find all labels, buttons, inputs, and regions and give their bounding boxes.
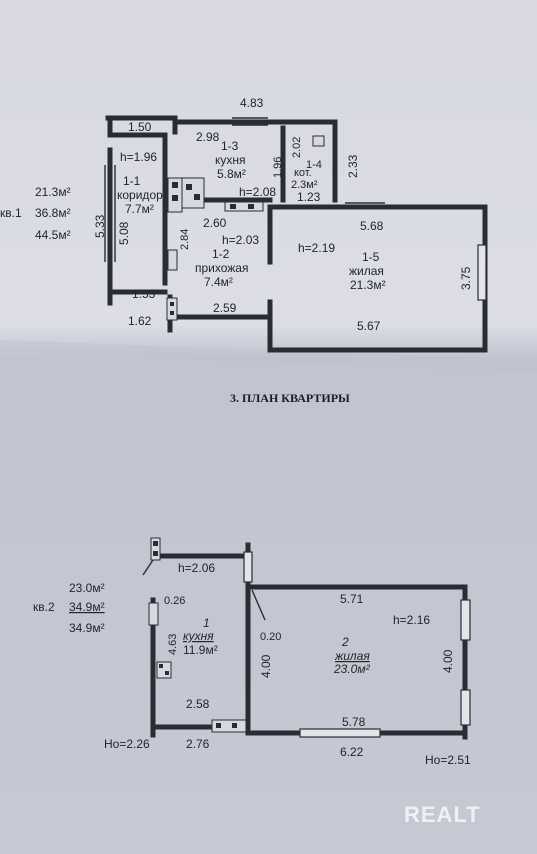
plan2-dim-622: 6.22	[340, 745, 364, 759]
room-1-3-name: кухня	[215, 153, 246, 167]
plan2-dim-258: 2.58	[186, 697, 210, 711]
room-1-3-area: 5.8м²	[217, 167, 246, 181]
plan1-dim-568: 5.68	[360, 219, 384, 233]
room-2-1-area: 11.9м²	[183, 643, 218, 657]
plan1-dim-150: 1.50	[128, 120, 152, 134]
plan1-dim-533: 5.33	[93, 214, 107, 238]
plan1-area-useful: 36.8м²	[35, 206, 71, 220]
plan1-dim-567: 5.67	[357, 319, 381, 333]
plan1-dim-260: 2.60	[203, 216, 227, 230]
room-1-4-number: 1-4	[306, 159, 322, 171]
section-title: 3. ПЛАН КВАРТИРЫ	[230, 391, 350, 405]
plan-1-walls	[104, 115, 488, 353]
plan1-dim-153: 1.53	[132, 287, 156, 301]
room-1-5-number: 1-5	[362, 250, 380, 264]
plan1-apartment-label: кв.1	[0, 206, 22, 220]
room-2-1-number: 1	[203, 616, 210, 630]
plan2-dim-400-right: 4.00	[441, 649, 455, 673]
plan2-area-total: 34.9м²	[69, 621, 105, 635]
plan2-dim-020: 0.20	[260, 631, 281, 643]
plan2-dim-578: 5.78	[342, 715, 366, 729]
plan2-height-206: h=2.06	[178, 561, 215, 575]
room-1-5-area: 21.3м²	[350, 278, 386, 292]
room-1-1-number: 1-1	[123, 174, 141, 188]
plan2-ho-251: Ho=2.51	[425, 753, 471, 767]
plan2-area-living: 23.0м²	[69, 581, 105, 595]
plan-2: 23.0м² кв.2 34.9м² 34.9м² h=2.06 5.71 h=…	[33, 537, 471, 767]
plan1-dim-233: 2.33	[346, 154, 360, 178]
room-2-2-number: 2	[341, 635, 349, 649]
plan1-height-219: h=2.19	[298, 241, 335, 255]
plan1-dim-508: 5.08	[117, 221, 131, 245]
room-1-1-area: 7.7м²	[125, 202, 154, 216]
realt-watermark-logo: REALT	[404, 802, 481, 827]
plan2-dim-571: 5.71	[340, 592, 364, 606]
plan1-dim-284: 2.84	[179, 229, 191, 250]
room-1-2-name: прихожая	[195, 261, 248, 275]
plan2-apartment-label: кв.2	[33, 600, 55, 614]
plan1-dim-375: 3.75	[459, 266, 473, 290]
plan2-height-216: h=2.16	[393, 613, 430, 627]
room-2-1-name: кухня	[183, 629, 214, 643]
plan2-dim-463: 4.63	[167, 634, 179, 655]
plan1-height-196: h=1.96	[120, 150, 157, 164]
plan1-dim-298: 2.98	[196, 130, 220, 144]
room-1-3-number: 1-3	[221, 139, 239, 153]
plan1-dim-123: 1.23	[297, 190, 321, 204]
plan1-height-208: h=2.08	[239, 185, 276, 199]
plan2-ho-226: Ho=2.26	[104, 737, 150, 751]
room-2-2-name: жилая	[334, 649, 370, 663]
room-1-2-number: 1-2	[212, 247, 230, 261]
plan-1: 21.3м² кв.1 36.8м² 44.5м² 4.83 1.50 2.98…	[0, 96, 488, 353]
room-1-4-area: 2.3м²	[291, 179, 318, 191]
room-1-5-name: жилая	[349, 264, 384, 278]
page-fold	[0, 340, 537, 372]
plan1-dim-top: 4.83	[240, 96, 264, 110]
plan2-dim-276: 2.76	[186, 737, 210, 751]
plan2-dim-400-left: 4.00	[259, 654, 273, 678]
plan1-area-living: 21.3м²	[35, 185, 71, 199]
plan2-dim-026: 0.26	[164, 595, 185, 607]
plan1-dim-196: 1.96	[272, 157, 284, 178]
room-1-1-name: коридор	[117, 188, 163, 202]
plan1-dim-202: 2.02	[291, 137, 303, 158]
plan-1-labels: 21.3м² кв.1 36.8м² 44.5м² 4.83 1.50 2.98…	[0, 96, 473, 333]
plan2-area-useful: 34.9м²	[69, 600, 105, 614]
plan1-dim-259: 2.59	[213, 301, 237, 315]
plan1-height-203: h=2.03	[222, 233, 259, 247]
plan-2-walls	[142, 537, 471, 740]
room-2-2-area: 23.0м²	[333, 662, 371, 676]
plan-2-labels: 23.0м² кв.2 34.9м² 34.9м² h=2.06 5.71 h=…	[33, 561, 471, 767]
plan1-area-total: 44.5м²	[35, 228, 71, 242]
room-1-2-area: 7.4м²	[204, 275, 233, 289]
room-1-4-name: кот.	[294, 167, 312, 179]
plan-1-stoves	[166, 135, 325, 321]
plan1-dim-162: 1.62	[128, 314, 152, 328]
